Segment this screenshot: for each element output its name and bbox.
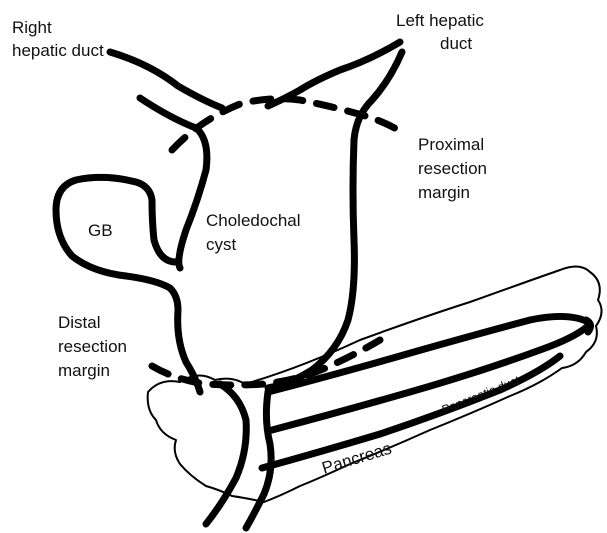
gallbladder-outline: [56, 177, 200, 392]
distal-margin-line1: Distal: [58, 313, 101, 332]
distal-margin-line2: resection: [58, 337, 127, 356]
cyst-line1: Choledochal: [206, 211, 301, 230]
cyst-right-wall: [268, 140, 354, 388]
common-bile-duct-left: [206, 384, 246, 524]
right-hepatic-duct: [110, 52, 222, 108]
proximal-margin-line3: margin: [418, 183, 470, 202]
pancreatic-duct-upper: [268, 316, 588, 392]
right-hepatic-duct-line2: hepatic duct: [12, 41, 104, 60]
choledochal-cyst-label: Choledochal cyst: [206, 211, 305, 254]
right-hepatic-duct-label: Right hepatic duct: [12, 18, 104, 60]
gb-label: GB: [88, 221, 113, 240]
distal-margin-label: Distal resection margin: [58, 313, 132, 380]
proximal-margin-line1: Proximal: [418, 135, 484, 154]
cyst-line2: cyst: [206, 235, 237, 254]
right-hepatic-duct-line1: Right: [12, 18, 52, 37]
proximal-margin-line2: resection: [418, 159, 487, 178]
left-hepatic-duct-line1: Left hepatic: [396, 11, 484, 30]
distal-margin-line3: margin: [58, 361, 110, 380]
right-duct-arm: [140, 98, 207, 268]
common-bile-duct-right: [246, 392, 271, 528]
proximal-margin-label: Proximal resection margin: [418, 135, 492, 202]
left-hepatic-duct-label: Left hepatic duct: [396, 11, 489, 53]
left-hepatic-duct-line2: duct: [440, 34, 472, 53]
